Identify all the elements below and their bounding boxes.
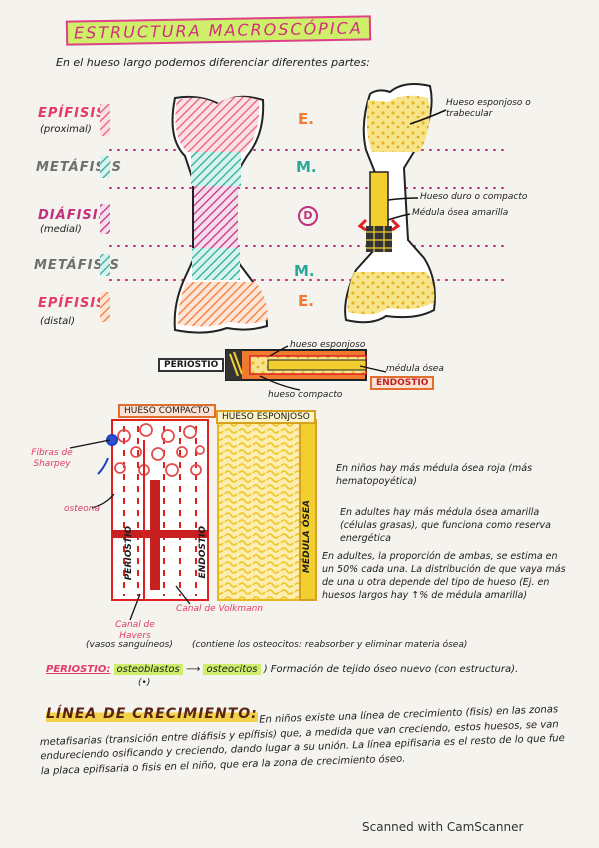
label-metafisis-1: METÁFISIS <box>36 160 123 175</box>
label-periostio-vertical: PERIOSTIO <box>124 526 134 581</box>
label-medula-vertical: MÉDULA ÓSEA <box>302 500 312 573</box>
scanner-watermark: Scanned with CamScanner <box>362 820 524 834</box>
osteocitos: osteocitos <box>203 664 261 675</box>
label-compact-box: HUESO COMPACTO <box>118 404 216 418</box>
label-hueso-compacto: hueso compacto <box>268 390 343 400</box>
note-proporcion: En adultes, la proporción de ambas, se e… <box>322 551 566 601</box>
periostio-result: ) Formación de tejido óseo nuevo (con es… <box>263 664 519 675</box>
osteoblastos: osteoblastos <box>113 664 183 675</box>
label-endostio-box: ENDOSTIO <box>370 376 435 390</box>
note-adultos: En adultes hay más médula ósea amarilla … <box>340 507 551 544</box>
label-epifisis-proximal-sub: (proximal) <box>40 124 92 135</box>
label-spongy-bone: Hueso esponjoso o trabecular <box>446 98 531 119</box>
letter-e-top: E. <box>298 110 314 128</box>
label-spongy-box: HUESO ESPONJOSO <box>216 410 316 424</box>
label-canal-volkmann: Canal de Volkmann <box>176 604 264 614</box>
label-medula-osea: médula ósea <box>386 364 444 374</box>
label-metafisis-2: METÁFISIS <box>34 258 121 273</box>
periostio-line: PERIOSTIO: osteoblastos ⟶ osteocitos ) F… <box>46 664 566 675</box>
letter-e-bottom: E. <box>298 292 314 310</box>
label-hueso-esponjoso: hueso esponjoso <box>290 340 366 350</box>
label-yellow-marrow: Médula ósea amarilla <box>412 208 509 218</box>
label-canal-havers: Canal de Havers <box>115 620 155 641</box>
label-diafisis: DIÁFISIS <box>38 208 109 223</box>
arrow-icon: ⟶ <box>185 664 201 675</box>
label-periostio-box: PERIOSTIO <box>158 358 225 372</box>
label-compact-bone: Hueso duro o compacto <box>420 192 528 202</box>
label-endostio-vertical: ENDOSTIO <box>198 526 208 579</box>
note-ninos: En niños hay más médula ósea roja (más h… <box>336 463 533 487</box>
label-epifisis-distal-sub: (distal) <box>40 316 75 327</box>
label-osteona: osteona <box>64 504 100 514</box>
label-osteocitos-note: (contiene los osteocitos: reabsorber y e… <box>192 640 468 650</box>
label-epifisis-distal: EPÍFISIS <box>38 296 107 311</box>
letter-m-top: M. <box>296 158 317 176</box>
label-vasos-sanguineos: (vasos sanguíneos) <box>86 640 173 650</box>
letter-m-bottom: M. <box>294 262 315 280</box>
intro-text: En el hueso largo podemos diferenciar di… <box>56 56 370 69</box>
linea-crecimiento-title: LÍNEA DE CRECIMIENTO: <box>46 706 258 722</box>
label-epifisis-proximal: EPÍFISIS <box>38 106 107 121</box>
letter-d: D <box>298 206 318 226</box>
label-fibras-sharpey: Fibras de Sharpey <box>31 448 73 469</box>
periostio-dot: (•) <box>138 678 151 688</box>
periostio-line-label: PERIOSTIO: <box>46 664 111 675</box>
label-diafisis-sub: (medial) <box>40 224 82 235</box>
